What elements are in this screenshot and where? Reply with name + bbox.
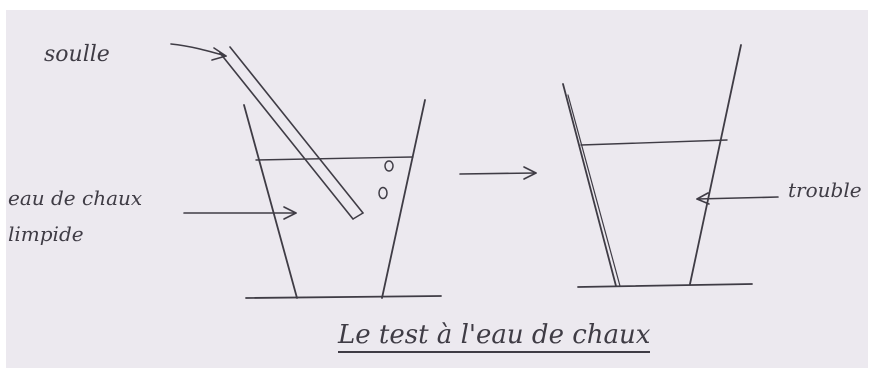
straw-label-arrow — [170, 43, 227, 61]
limewater-label-line1: eau de chaux — [8, 186, 143, 210]
limewater-label-line2: limpide — [8, 222, 84, 246]
transition-arrow — [459, 166, 537, 180]
limewater-label-arrow — [183, 206, 297, 220]
straw — [219, 46, 364, 220]
cloudy-label-arrow — [696, 192, 779, 205]
beaker-left — [243, 99, 442, 299]
straw-label: soulle — [44, 42, 110, 67]
cloudy-label: trouble — [788, 178, 862, 202]
bubble — [378, 186, 388, 200]
paper-background — [6, 10, 868, 368]
bubble — [384, 160, 394, 172]
diagram-caption: Le test à l'eau de chaux — [338, 320, 651, 353]
bubbles — [378, 160, 394, 200]
beaker-right — [562, 44, 753, 288]
